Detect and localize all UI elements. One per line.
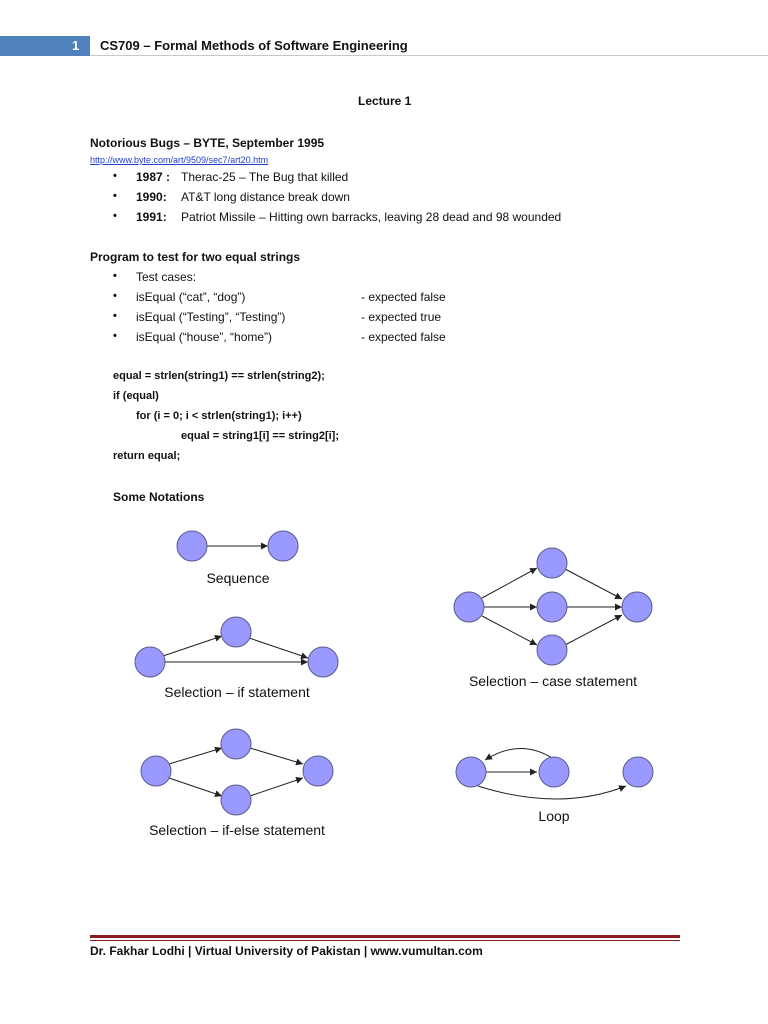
if-edge — [162, 634, 223, 657]
ifelse-node — [220, 784, 252, 816]
test-case-expected: - expected true — [361, 310, 442, 324]
ifelse-edge — [168, 746, 223, 765]
code-line: equal = string1[i] == string2[i]; — [181, 430, 340, 442]
case-node — [536, 547, 568, 579]
case-edge — [481, 567, 538, 599]
loop-node — [455, 756, 487, 788]
page-number: 1 — [72, 38, 80, 53]
code-line: for (i = 0; i < strlen(string1); i++) — [136, 410, 302, 422]
footer-rule-thin — [90, 940, 680, 941]
case-node — [536, 591, 568, 623]
bullet-icon: • — [113, 330, 117, 342]
loop-node — [622, 756, 654, 788]
sequence-node — [267, 530, 299, 562]
test-case-expected: - expected false — [361, 330, 446, 344]
bugs-heading: Notorious Bugs – BYTE, September 1995 — [90, 136, 325, 150]
loop-diagram: Loop — [455, 748, 654, 824]
ifelse-edge — [168, 777, 223, 798]
case-diagram: Selection – case statement — [453, 547, 653, 689]
test-case-text: Test cases: — [136, 270, 197, 284]
loop-node — [538, 756, 570, 788]
test-case-text: isEqual (“house”, “home”) — [136, 330, 273, 344]
footer-text: Dr. Fakhar Lodhi | Virtual University of… — [90, 944, 483, 958]
course-title: CS709 – Formal Methods of Software Engin… — [100, 38, 408, 53]
lecture-title: Lecture 1 — [358, 94, 412, 108]
bullet-icon: • — [113, 170, 117, 182]
case-node — [453, 591, 485, 623]
loop-caption: Loop — [538, 808, 569, 824]
footer-rule — [90, 935, 680, 938]
bug-text: Therac-25 – The Bug that killed — [181, 170, 349, 184]
header-rule — [90, 55, 768, 56]
test-case-expected: - expected false — [361, 290, 446, 304]
bug-year: 1990: — [136, 190, 167, 204]
bullet-icon: • — [113, 270, 117, 282]
test-case-text: isEqual (“cat”, “dog”) — [136, 290, 246, 304]
case-edge — [564, 568, 623, 600]
bullet-icon: • — [113, 190, 117, 202]
bug-year: 1991: — [136, 210, 167, 224]
bullet-icon: • — [113, 290, 117, 302]
if-node — [220, 616, 252, 648]
sequence-node — [176, 530, 208, 562]
ifelse-node — [302, 755, 334, 787]
loop-edge — [484, 748, 553, 761]
case-node — [536, 634, 568, 666]
sequence-caption: Sequence — [206, 570, 269, 586]
bug-text: AT&T long distance break down — [181, 190, 350, 204]
header-accent-bar — [0, 36, 90, 56]
if-node — [307, 646, 339, 678]
bug-text: Patriot Missile – Hitting own barracks, … — [181, 210, 562, 224]
ifelse-diagram: Selection – if-else statement — [140, 728, 334, 838]
program-heading: Program to test for two equal strings — [90, 250, 301, 264]
bullet-icon: • — [113, 210, 117, 222]
test-case-text: isEqual (“Testing”, “Testing”) — [136, 310, 286, 324]
if-node — [134, 646, 166, 678]
loop-edge — [477, 785, 627, 800]
code-line: return equal; — [113, 450, 181, 462]
bug-year: 1987 : — [136, 170, 171, 184]
code-line: if (equal) — [113, 390, 159, 402]
notations-heading: Some Notations — [113, 490, 205, 504]
ifelse-caption: Selection – if-else statement — [149, 822, 325, 838]
code-line: equal = strlen(string1) == strlen(string… — [113, 370, 325, 382]
case-edge — [481, 615, 538, 646]
case-edge — [564, 614, 623, 646]
ifelse-node — [140, 755, 172, 787]
case-node — [621, 591, 653, 623]
if-caption: Selection – if statement — [164, 684, 310, 700]
ifelse-edge — [249, 776, 304, 797]
sequence-diagram: Sequence — [176, 530, 299, 586]
case-caption: Selection – case statement — [469, 673, 637, 689]
ifelse-node — [220, 728, 252, 760]
ifelse-edge — [249, 747, 304, 766]
byte-link[interactable]: http://www.byte.com/art/9509/sec7/art20.… — [90, 155, 269, 165]
bullet-icon: • — [113, 310, 117, 322]
if-diagram: Selection – if statement — [134, 616, 339, 700]
if-edge — [248, 637, 309, 660]
